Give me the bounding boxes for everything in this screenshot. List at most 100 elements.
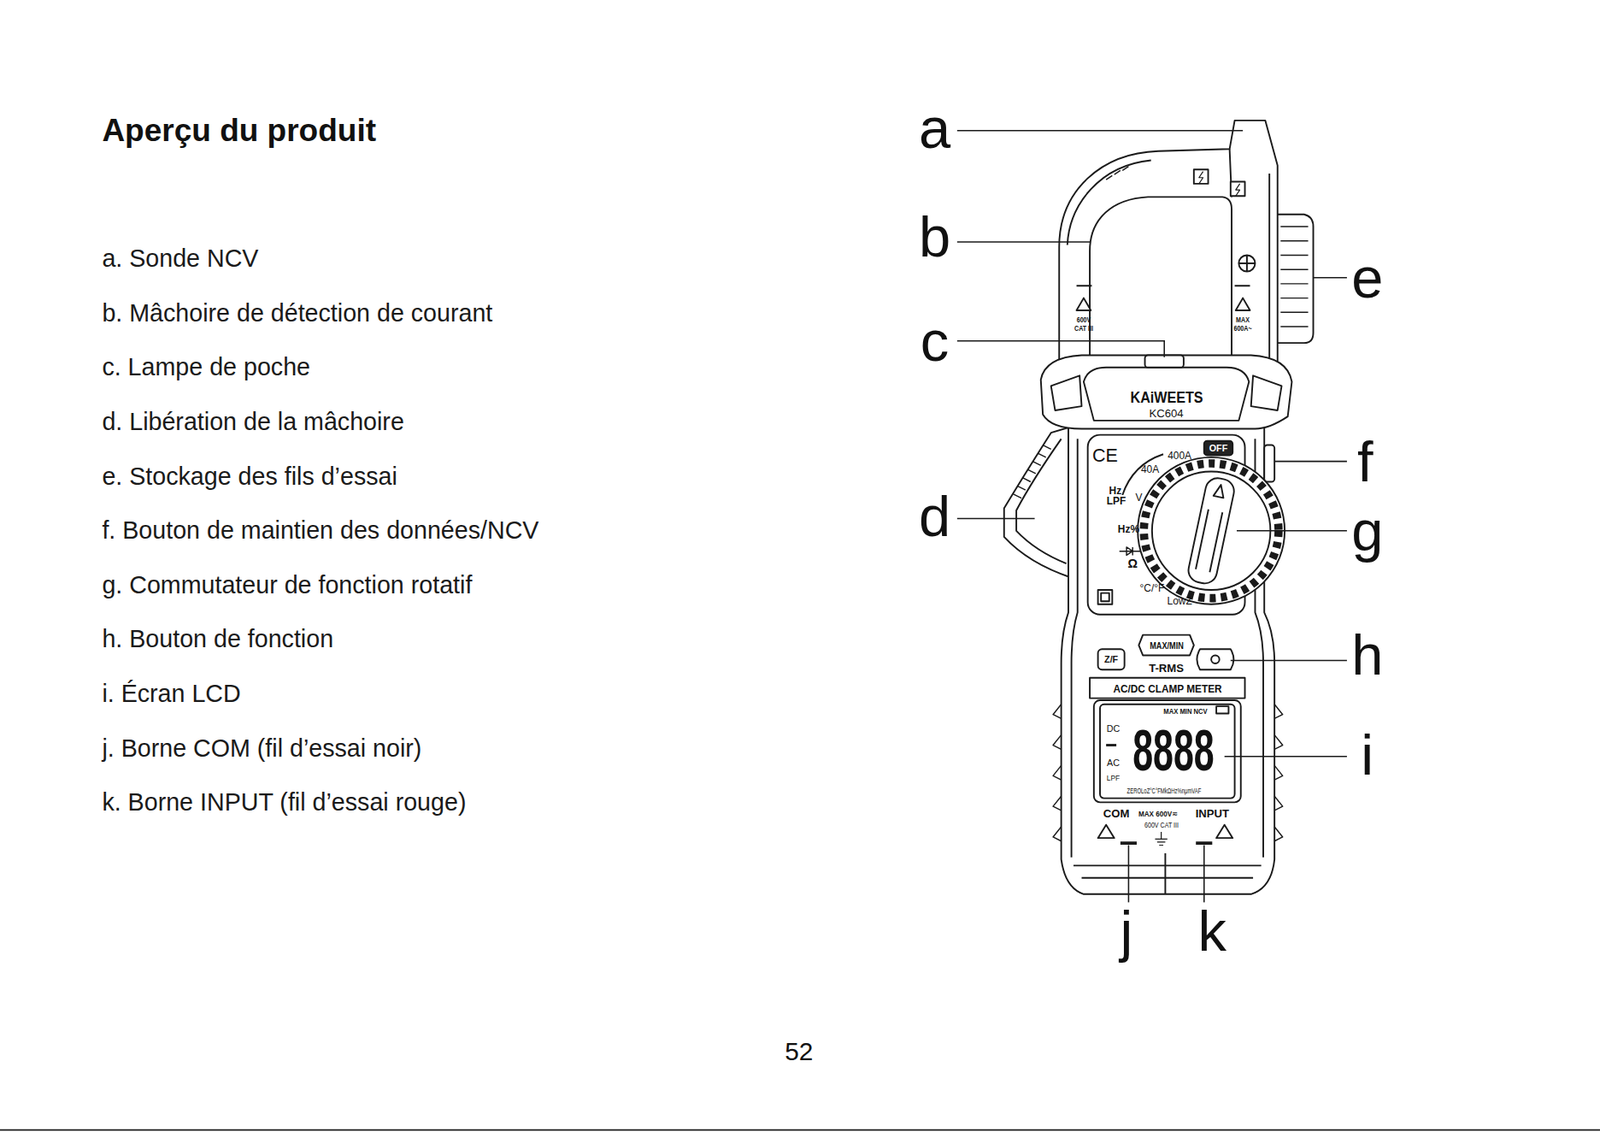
part-list-item: h. Bouton de fonction	[101, 626, 334, 652]
dial-knob	[1186, 476, 1237, 586]
warning-triangle	[1216, 824, 1233, 839]
jaw-grip-marks	[1105, 166, 1129, 181]
terminal-rating: MAX 600V≂	[1138, 809, 1178, 818]
double-insulation-inner	[1100, 593, 1110, 602]
terminal-marks	[1120, 841, 1212, 845]
maxmin-button	[1138, 635, 1194, 656]
brand-name: KAiWEETS	[1129, 390, 1203, 406]
grip-ribs	[1052, 704, 1283, 842]
bottom-ridges	[1073, 852, 1262, 895]
callout-letter: a	[918, 100, 951, 158]
terminal-rating: 600V CAT III	[1144, 820, 1179, 828]
lcd-units: ZEROLoZ°C°FMkΩHz%nμmVAF	[1127, 786, 1202, 795]
clip-ribs	[1280, 226, 1308, 327]
meter-body	[1061, 420, 1276, 895]
callout-letter: i	[1360, 726, 1374, 784]
meter-drawing	[1004, 120, 1314, 895]
button-label: MAX/MIN	[1149, 640, 1184, 650]
double-insulation-mark	[1098, 589, 1113, 605]
lcd-screen	[1100, 704, 1236, 799]
callout-letter: h	[1351, 626, 1383, 684]
leader-lines	[957, 130, 1348, 903]
leader-line	[1203, 845, 1206, 903]
dial-range: LPF	[1106, 496, 1127, 507]
lcd-indicator: DC	[1106, 723, 1121, 734]
page-number: 52	[784, 1038, 813, 1065]
callout-letter: g	[1351, 501, 1383, 559]
battery-icon	[1216, 705, 1229, 713]
backlight-icon	[1211, 654, 1220, 664]
callout-letter: c	[920, 311, 949, 370]
callout-letter: k	[1198, 901, 1227, 959]
part-list-item: i. Écran LCD	[101, 681, 241, 706]
jaw-rating: 600A~	[1234, 324, 1253, 332]
backlight-button	[1196, 648, 1234, 670]
leader-line	[1236, 529, 1348, 532]
part-list-item: g. Commutateur de fonction rotatif	[101, 572, 472, 598]
lightning-icon	[1199, 171, 1241, 197]
panel-label: AC/DC CLAMP METER	[1112, 682, 1222, 695]
label-strip	[1089, 677, 1245, 699]
diode-symbol	[1119, 547, 1142, 556]
callout-letter: f	[1357, 432, 1374, 490]
terminal-label: COM	[1103, 807, 1130, 819]
page-title: Aperçu du produit	[101, 114, 377, 147]
part-list-item: f. Bouton de maintien des données/NCV	[101, 517, 539, 543]
part-list-item: e. Stockage des fils d’essai	[101, 463, 397, 489]
jaw-screw	[1238, 254, 1255, 271]
leader-line	[1230, 659, 1348, 662]
ground-symbol	[1154, 831, 1167, 846]
off-tag	[1204, 441, 1233, 456]
jaw-opening	[1089, 196, 1232, 359]
dial-range: LowZ	[1167, 596, 1193, 607]
current-jaw	[1058, 120, 1277, 370]
page-rule	[0, 1129, 1600, 1131]
dial-off: OFF	[1209, 443, 1228, 453]
dial-knob	[1213, 483, 1227, 498]
dial-range: 40A	[1141, 464, 1159, 476]
lcd-indicator: MAX MIN NCV	[1164, 706, 1208, 716]
dial-range: °C/°F	[1140, 583, 1165, 595]
callout-letter: b	[918, 208, 951, 266]
part-list-item: k. Borne INPUT (fil d’essai rouge)	[101, 789, 466, 815]
part-list-item: d. Libération de la mâchoire	[101, 409, 404, 435]
dial-knob	[1195, 509, 1223, 573]
jaw-rating: 600V	[1076, 315, 1092, 323]
lcd-minus	[1105, 743, 1117, 747]
dial-range: Ω	[1127, 557, 1137, 570]
part-list-item: a. Sonde NCV	[101, 246, 259, 271]
jaw-tick	[1076, 284, 1251, 287]
leader-line	[1313, 276, 1348, 279]
lcd-indicator: AC	[1106, 757, 1120, 767]
dial-range: Hz%	[1117, 524, 1140, 536]
leader-line	[957, 517, 1036, 520]
model-number: KC604	[1149, 407, 1184, 419]
lcd-indicator: LPF	[1106, 774, 1120, 782]
jaw-rating: CAT III	[1074, 324, 1094, 332]
zf-button	[1098, 648, 1125, 670]
leader-line	[957, 129, 1243, 132]
ce-mark: CE	[1092, 447, 1118, 465]
trigger-inner	[1016, 438, 1066, 564]
warning-triangle	[1076, 298, 1092, 311]
jaw-release-trigger	[1004, 426, 1072, 578]
jaw-screw-cross	[1238, 254, 1255, 271]
dial-knob	[1186, 476, 1237, 586]
leader-line	[957, 241, 1090, 243]
warning-triangle	[1098, 824, 1115, 839]
callout-letter: j	[1120, 901, 1134, 959]
dial-range: Hz	[1109, 486, 1123, 497]
leader-line	[1274, 460, 1348, 463]
dial-range: 400A	[1167, 451, 1192, 462]
leader-line	[957, 341, 1165, 358]
brand-badge	[1083, 367, 1249, 421]
jaw-seam	[1067, 148, 1270, 359]
dial-range: V	[1135, 493, 1142, 504]
meter-shoulder	[1041, 354, 1293, 429]
panel-label: T-RMS	[1148, 662, 1184, 674]
lcd-frame	[1094, 700, 1242, 802]
lcd-digits: 8888	[1132, 720, 1214, 780]
shoulder-facet	[1051, 375, 1083, 411]
